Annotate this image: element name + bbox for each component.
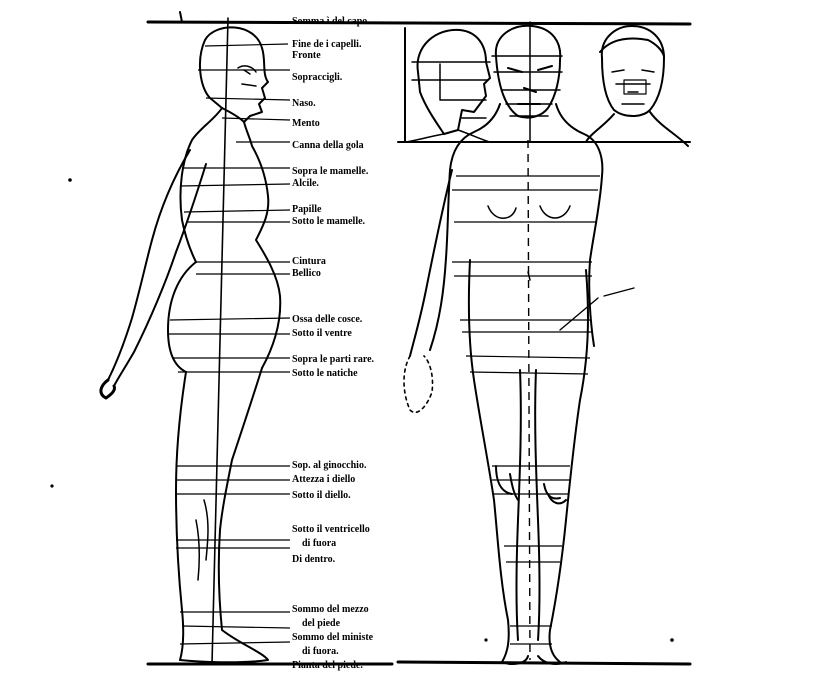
label-somma-del-capo: Somma ì del capo. — [292, 16, 370, 27]
label-fronte: Fronte — [292, 50, 321, 61]
stray-dot — [68, 178, 72, 182]
label-del-piede: del piede — [302, 618, 341, 629]
label-sotto-ventre: Sotto il ventre — [292, 328, 352, 339]
label-sopra-mamelle: Sopra le mamelle. — [292, 166, 369, 177]
label-sotto-ventricello: Sotto il ventricello — [292, 524, 370, 535]
front-view-figure — [404, 104, 674, 664]
label-sotto-diello: Sotto il diello. — [292, 490, 351, 501]
top-boundary-line — [148, 22, 690, 24]
label-canna-gola: Canna della gola — [292, 140, 364, 151]
three-quarter-head — [492, 22, 562, 142]
measure-labels: Somma ì del capo. Fine de i capelli. Fro… — [292, 16, 375, 671]
label-mento: Mento — [292, 118, 320, 129]
front-head — [586, 26, 688, 146]
stray-dot — [50, 484, 53, 487]
label-sommo-ministe: Sommo del ministe — [292, 632, 374, 643]
side-plumb-line — [212, 18, 228, 664]
label-attezza-diello: Attezza i diello — [292, 474, 355, 485]
side-measure-lines — [168, 44, 290, 644]
label-di-dentro: Di dentro. — [292, 554, 336, 565]
label-fine-capelli: Fine de i capelli. — [292, 39, 362, 50]
label-papille: Papille — [292, 204, 322, 215]
label-sopraccigli: Sopraccigli. — [292, 72, 343, 83]
label-ossa-cosce: Ossa delle cosce. — [292, 314, 363, 325]
side-view-figure — [101, 18, 290, 664]
label-bellico: Bellico — [292, 268, 321, 279]
label-pianta-piede: Pianta del piede. — [292, 660, 363, 671]
head-studies — [406, 22, 688, 146]
label-di-fuora-2: di fuora. — [302, 646, 339, 657]
label-sommo-mezzo: Sommo del mezzo — [292, 604, 369, 615]
label-sotto-mamelle: Sotto le mamelle. — [292, 216, 366, 227]
top-tick-mark — [180, 12, 182, 22]
label-sotto-natiche: Sotto le natiche — [292, 368, 358, 379]
label-cintura: Cintura — [292, 256, 326, 267]
label-alcile: Alcile. — [292, 178, 319, 189]
front-center-line — [528, 140, 530, 660]
label-sop-ginocchio: Sop. al ginocchio. — [292, 460, 367, 471]
label-di-fuora: di fuora — [302, 538, 336, 549]
label-sopra-parti: Sopra le parti rare. — [292, 354, 375, 365]
profile-head — [406, 30, 490, 142]
label-naso: Naso. — [292, 98, 316, 109]
